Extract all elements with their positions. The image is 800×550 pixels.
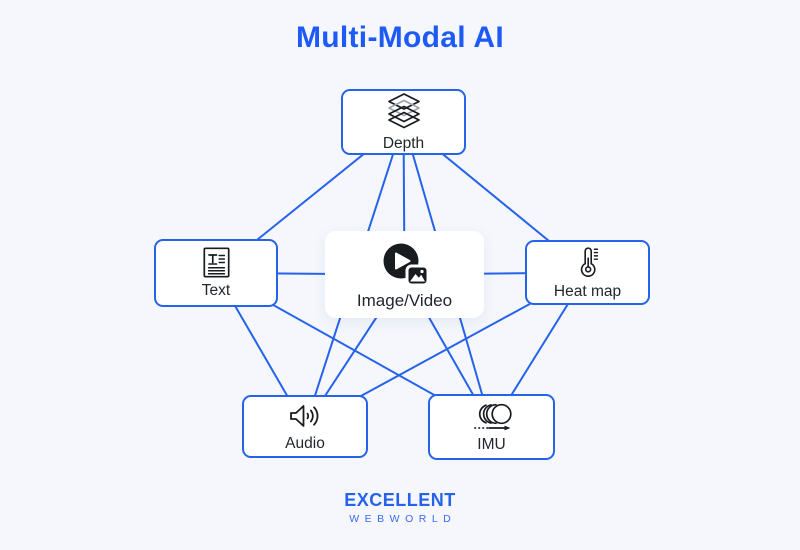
node-label: Depth — [382, 134, 425, 152]
node-heatmap: Heat map — [525, 240, 650, 305]
node-imu: IMU — [428, 394, 555, 460]
node-label: IMU — [477, 436, 506, 454]
brand-logo: EXCELLENT WEBWORLD — [0, 490, 800, 525]
node-depth: Depth — [341, 89, 466, 155]
node-label: Text — [201, 282, 231, 300]
speaker-icon — [286, 401, 324, 431]
play-photo-icon — [380, 241, 430, 287]
node-audio: Audio — [242, 395, 368, 458]
node-label: Audio — [285, 435, 325, 453]
node-label: Heat map — [553, 283, 622, 301]
brand-name: EXCELLENT — [344, 490, 456, 510]
text-document-icon — [202, 247, 230, 278]
node-text: Text — [154, 239, 278, 307]
layers-icon — [386, 92, 422, 131]
motion-circles-icon — [469, 401, 515, 432]
node-image-video: Image/Video — [325, 231, 484, 318]
brand-subname: WEBWORLD — [349, 512, 457, 525]
page-title: Multi-Modal AI — [295, 21, 505, 54]
thermometer-icon — [575, 245, 601, 279]
node-label: Image/Video — [356, 290, 453, 310]
